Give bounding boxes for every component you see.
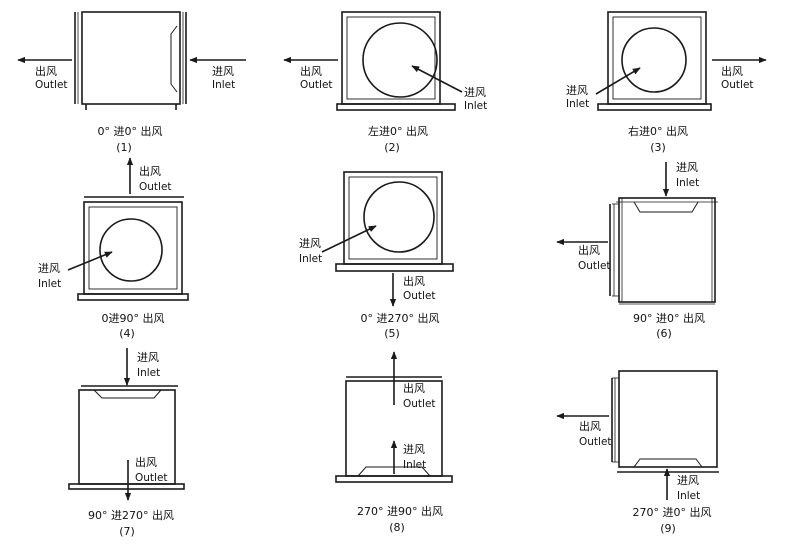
panel-8-inlet-en: Inlet (403, 459, 426, 471)
panel-2-caption: 左进0° 出风 (368, 124, 428, 138)
panel-7-inlet-cn: 进风 (137, 351, 159, 364)
panel-6-inlet-cn: 进风 (676, 161, 698, 174)
panel-7-caption: 90° 进270° 出风 (88, 508, 174, 522)
panel-4-caption: 0进90° 出风 (102, 311, 165, 325)
panel-8-inlet-cn: 进风 (403, 443, 425, 456)
panel-4-number: (4) (119, 327, 135, 340)
panel-2-inlet-en: Inlet (464, 100, 487, 112)
panel-3-caption: 右进0° 出风 (628, 124, 688, 138)
panel-5-unit (335, 171, 454, 272)
panel-2-inlet-arrow (411, 65, 463, 93)
panel-7-number: (7) (119, 525, 135, 538)
panel-1-inlet-en: Inlet (212, 79, 235, 91)
panel-4-outlet-cn: 出风 (139, 164, 161, 178)
panel-2-unit (336, 11, 456, 111)
panel-9-caption: 270° 进0° 出风 (633, 505, 712, 519)
panel-7-unit (68, 385, 185, 490)
panel-5-outlet-cn: 出风 (403, 274, 425, 288)
panel-6-caption: 90° 进0° 出风 (633, 311, 705, 325)
panel-4-inlet-arrow (67, 251, 113, 271)
panel-1-caption: 0° 进0° 出风 (98, 124, 163, 138)
panel-9-outlet-en: Outlet (579, 436, 612, 448)
panel-3-inlet-cn: 进风 (566, 84, 588, 97)
panel-1-outlet-en: Outlet (35, 79, 68, 91)
panel-4-inlet-en: Inlet (38, 278, 61, 290)
panel-1-unit (74, 11, 187, 110)
panel-1-number: (1) (116, 141, 132, 154)
panel-5-number: (5) (384, 327, 400, 340)
panel-9-outlet-cn: 出风 (579, 419, 601, 433)
panel-7-inlet-en: Inlet (137, 367, 160, 379)
panel-3-number: (3) (650, 141, 666, 154)
panel-6-inlet-en: Inlet (676, 177, 699, 189)
panel-6-outlet-en: Outlet (578, 260, 611, 272)
panel-8-outlet-cn: 出风 (403, 381, 425, 395)
panel-9-number: (9) (660, 522, 676, 535)
panel-3-unit (597, 11, 712, 111)
panel-5-caption: 0° 进270° 出风 (361, 311, 440, 325)
panel-6-outlet-cn: 出风 (578, 243, 600, 257)
panel-4-unit (77, 196, 189, 301)
panel-7-outlet-cn: 出风 (135, 455, 157, 469)
panel-4-inlet-cn: 进风 (38, 262, 60, 275)
panel-2-inlet-cn: 进风 (464, 86, 486, 99)
panel-8-number: (8) (389, 521, 405, 534)
panel-5-inlet-arrow (321, 225, 377, 253)
panel-2-outlet-cn: 出风 (300, 64, 322, 78)
panel-8-outlet-en: Outlet (403, 398, 436, 410)
panel-5-inlet-en: Inlet (299, 253, 322, 265)
panel-3-outlet-cn: 出风 (721, 64, 743, 78)
panel-3-outlet-en: Outlet (721, 79, 754, 91)
panel-6-unit (609, 197, 718, 305)
panel-7-outlet-en: Outlet (135, 472, 168, 484)
panel-2-number: (2) (384, 141, 400, 154)
panel-1-outlet-cn: 出风 (35, 64, 57, 78)
panel-8-caption: 270° 进90° 出风 (357, 504, 443, 518)
panel-4-outlet-en: Outlet (139, 181, 172, 193)
panel-1-inlet-cn: 进风 (212, 65, 234, 78)
panel-3-inlet-en: Inlet (566, 98, 589, 110)
panel-9-unit (611, 370, 719, 473)
panel-5-outlet-en: Outlet (403, 290, 436, 302)
panel-9-inlet-en: Inlet (677, 490, 700, 502)
panel-6-number: (6) (656, 327, 672, 340)
panel-9-inlet-cn: 进风 (677, 474, 699, 487)
panel-3-inlet-arrow (595, 67, 641, 95)
panel-2-outlet-en: Outlet (300, 79, 333, 91)
panel-5-inlet-cn: 进风 (299, 237, 321, 250)
